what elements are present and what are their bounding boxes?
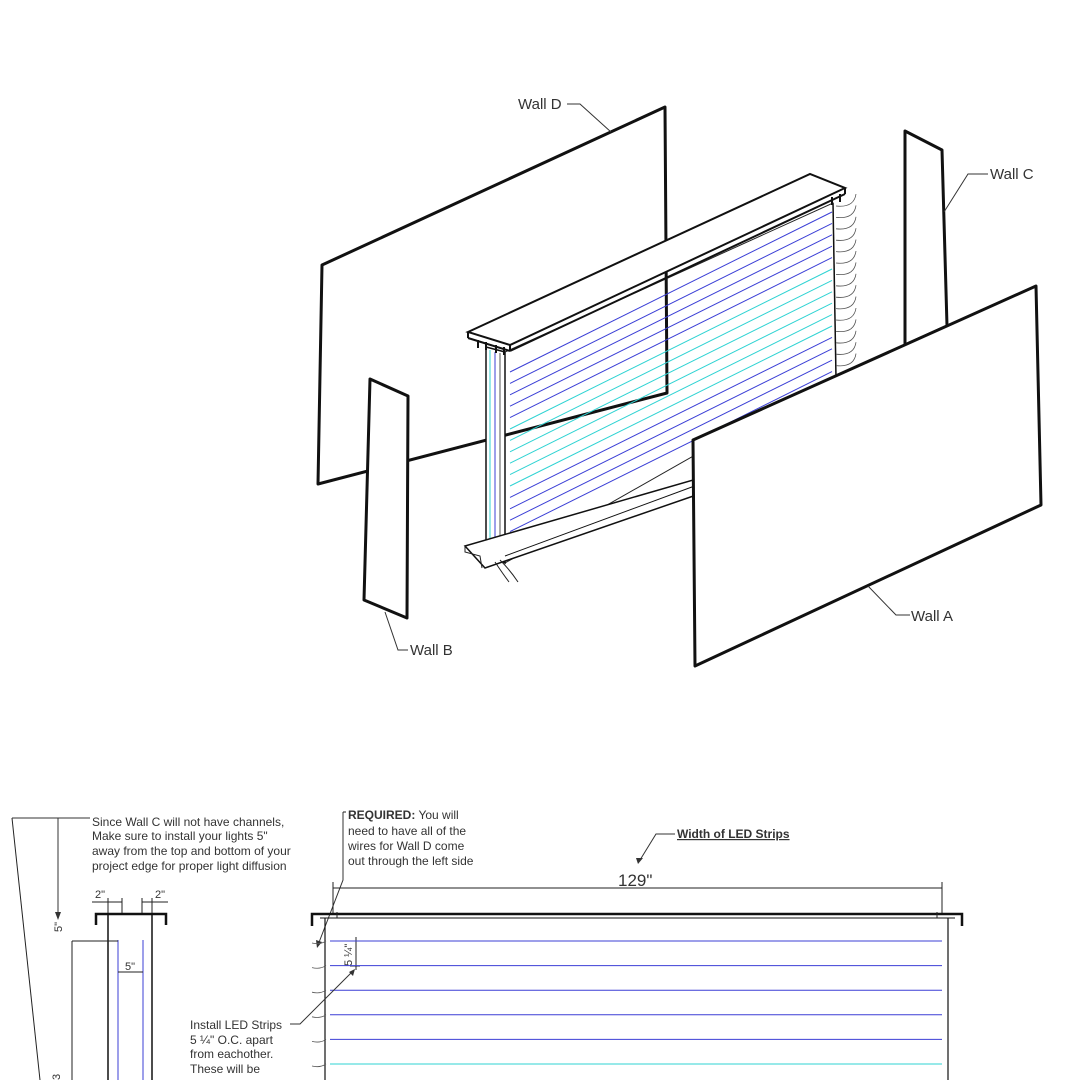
width-header: Width of LED Strips bbox=[677, 827, 790, 841]
wire-lead-elevation bbox=[311, 1063, 327, 1068]
led-strip-iso bbox=[509, 222, 833, 384]
wall-c-leader bbox=[943, 173, 988, 213]
led-strips-iso bbox=[509, 211, 833, 533]
led-strip-iso bbox=[509, 291, 833, 453]
wire-lead bbox=[835, 239, 857, 253]
wire-leads bbox=[835, 193, 857, 367]
wire-lead-elevation bbox=[311, 1014, 327, 1018]
dim-5in-top: 5" bbox=[53, 922, 65, 932]
led-strip-iso bbox=[509, 234, 833, 396]
wire-lead bbox=[835, 353, 857, 367]
svg-text:Make sure to install your ligh: Make sure to install your lights 5" bbox=[92, 829, 268, 843]
svg-text:need to have all of the: need to have all of the bbox=[348, 824, 466, 838]
wire-lead bbox=[835, 228, 857, 241]
led-strip-iso bbox=[509, 257, 833, 419]
section-view-wall-c: Since Wall C will not have channels, Mak… bbox=[11, 815, 291, 1080]
led-strip-iso bbox=[509, 314, 833, 476]
dim-2in-left: 2" bbox=[95, 889, 105, 901]
svg-text:wires for Wall D come: wires for Wall D come bbox=[347, 839, 465, 853]
wire-leads-elevation bbox=[311, 940, 327, 1068]
svg-text:Install LED Strips: Install LED Strips bbox=[190, 1018, 282, 1032]
wall-b-leader bbox=[384, 611, 408, 651]
wire-lead bbox=[835, 262, 857, 276]
wire-lead bbox=[835, 330, 857, 344]
led-strip-iso bbox=[509, 348, 833, 510]
wall-a-leader bbox=[867, 585, 910, 616]
led-strip-iso bbox=[509, 268, 833, 430]
wall-b-panel bbox=[362, 377, 410, 620]
wire-lead bbox=[835, 319, 857, 333]
svg-text:from eachother.: from eachother. bbox=[190, 1047, 273, 1061]
svg-text:Since Wall C will not have cha: Since Wall C will not have channels, bbox=[92, 815, 284, 829]
led-strip-iso bbox=[509, 325, 833, 487]
svg-text:out through the left side: out through the left side bbox=[348, 854, 474, 868]
wall-b-label: Wall B bbox=[410, 642, 453, 659]
wire-lead bbox=[835, 296, 857, 310]
elevation-view-wall-d: REQUIRED: You will need to have all of t… bbox=[190, 808, 964, 1080]
led-strip-iso bbox=[509, 371, 833, 533]
dim-5in-inner: 5" bbox=[125, 961, 135, 973]
isometric-view: Wall D Wall C Wall B Wall A bbox=[316, 96, 1043, 668]
dim-spacing: 5 ¼" bbox=[343, 944, 355, 966]
led-strip-iso bbox=[509, 302, 833, 464]
wall-a-panel bbox=[691, 284, 1043, 668]
wire-lead bbox=[835, 285, 857, 298]
required-note: REQUIRED: You will need to have all of t… bbox=[347, 808, 474, 868]
wire-lead bbox=[835, 250, 857, 264]
led-strip-iso bbox=[509, 245, 833, 407]
svg-text:away from the top and bottom o: away from the top and bottom of your bbox=[92, 844, 291, 858]
dim-2in-right: 2" bbox=[155, 889, 165, 901]
wall-d-leader bbox=[567, 103, 612, 133]
wire-lead bbox=[835, 193, 857, 207]
wire-lead-elevation bbox=[311, 965, 327, 969]
led-strip-iso bbox=[509, 359, 833, 521]
wire-lead-elevation bbox=[311, 940, 327, 945]
wire-lead bbox=[835, 205, 857, 219]
install-note: Install LED Strips 5 ¼" O.C. apart from … bbox=[190, 1018, 282, 1076]
wall-c-panel bbox=[903, 129, 949, 347]
svg-text:5 ¼" O.C. apart: 5 ¼" O.C. apart bbox=[190, 1033, 274, 1047]
lightbox-frame bbox=[463, 172, 857, 583]
led-strips-elevation bbox=[330, 940, 942, 1065]
svg-text:These will be: These will be bbox=[190, 1062, 260, 1076]
wall-c-label: Wall C bbox=[990, 166, 1034, 183]
wire-lead-elevation bbox=[311, 989, 327, 994]
svg-text:REQUIRED: You will: REQUIRED: You will bbox=[348, 808, 459, 822]
led-strip-iso bbox=[509, 211, 833, 373]
svg-text:project edge for proper light: project edge for proper light diffusion bbox=[92, 859, 287, 873]
wall-a-label: Wall A bbox=[911, 608, 953, 625]
dim-129in: 129" bbox=[618, 871, 652, 890]
svg-text:3: 3 bbox=[51, 1074, 63, 1080]
wire-lead bbox=[835, 273, 857, 287]
led-strip-iso bbox=[509, 336, 833, 498]
wall-c-note: Since Wall C will not have channels, Mak… bbox=[92, 815, 291, 873]
led-strip-iso bbox=[509, 279, 833, 441]
wire-lead bbox=[835, 307, 857, 321]
wire-lead-elevation bbox=[311, 1039, 327, 1043]
wire-lead bbox=[835, 216, 857, 230]
wall-d-label: Wall D bbox=[518, 96, 562, 113]
wall-d-panel bbox=[316, 105, 669, 486]
wire-lead bbox=[835, 342, 857, 355]
